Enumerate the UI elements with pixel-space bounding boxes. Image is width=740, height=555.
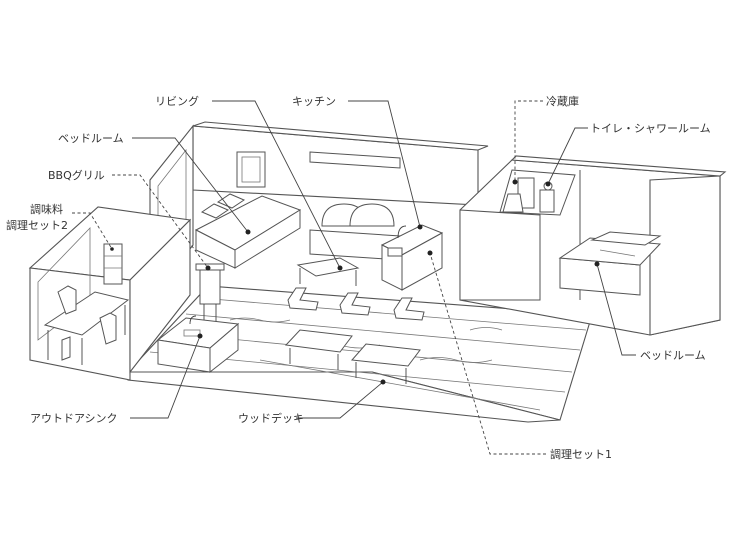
label-toilet-shower: トイレ・シャワールーム — [590, 122, 711, 135]
label-cooking-set-1: 調理セット1 — [550, 447, 612, 461]
label-living: リビング — [155, 94, 199, 108]
deck-table-2 — [350, 343, 421, 367]
label-seasoning-line2: 調理セット2 — [6, 218, 68, 232]
label-seasoning-line1: 調味料 — [30, 202, 63, 216]
bbq-grill — [199, 267, 221, 305]
seasoning-shelf — [103, 243, 123, 285]
main-furniture — [156, 193, 444, 384]
main-cabin — [149, 121, 489, 302]
wall-vent — [309, 151, 401, 169]
label-wood-deck: ウッドデッキ — [238, 411, 304, 425]
coffee-table — [296, 257, 360, 277]
label-bbq-grill: BBQグリル — [48, 168, 105, 182]
fridge-shape — [517, 177, 535, 209]
right-cabin — [459, 155, 727, 336]
label-fridge: 冷蔵庫 — [546, 94, 579, 108]
label-outdoor-sink: アウトドアシンク — [30, 412, 118, 425]
leader-lines — [72, 100, 636, 455]
label-bedroom-left: ベッドルーム — [58, 132, 124, 145]
label-bedroom-right: ベッドルーム — [640, 349, 706, 362]
deck-table-1 — [284, 329, 353, 353]
label-kitchen: キッチン — [292, 95, 336, 108]
dining-table — [43, 291, 130, 336]
kitchen-sink — [387, 247, 403, 257]
left-room — [28, 206, 192, 381]
label-group: リビング キッチン 冷蔵庫 トイレ・シャワールーム ベッドルーム BBQグリル … — [6, 94, 711, 461]
